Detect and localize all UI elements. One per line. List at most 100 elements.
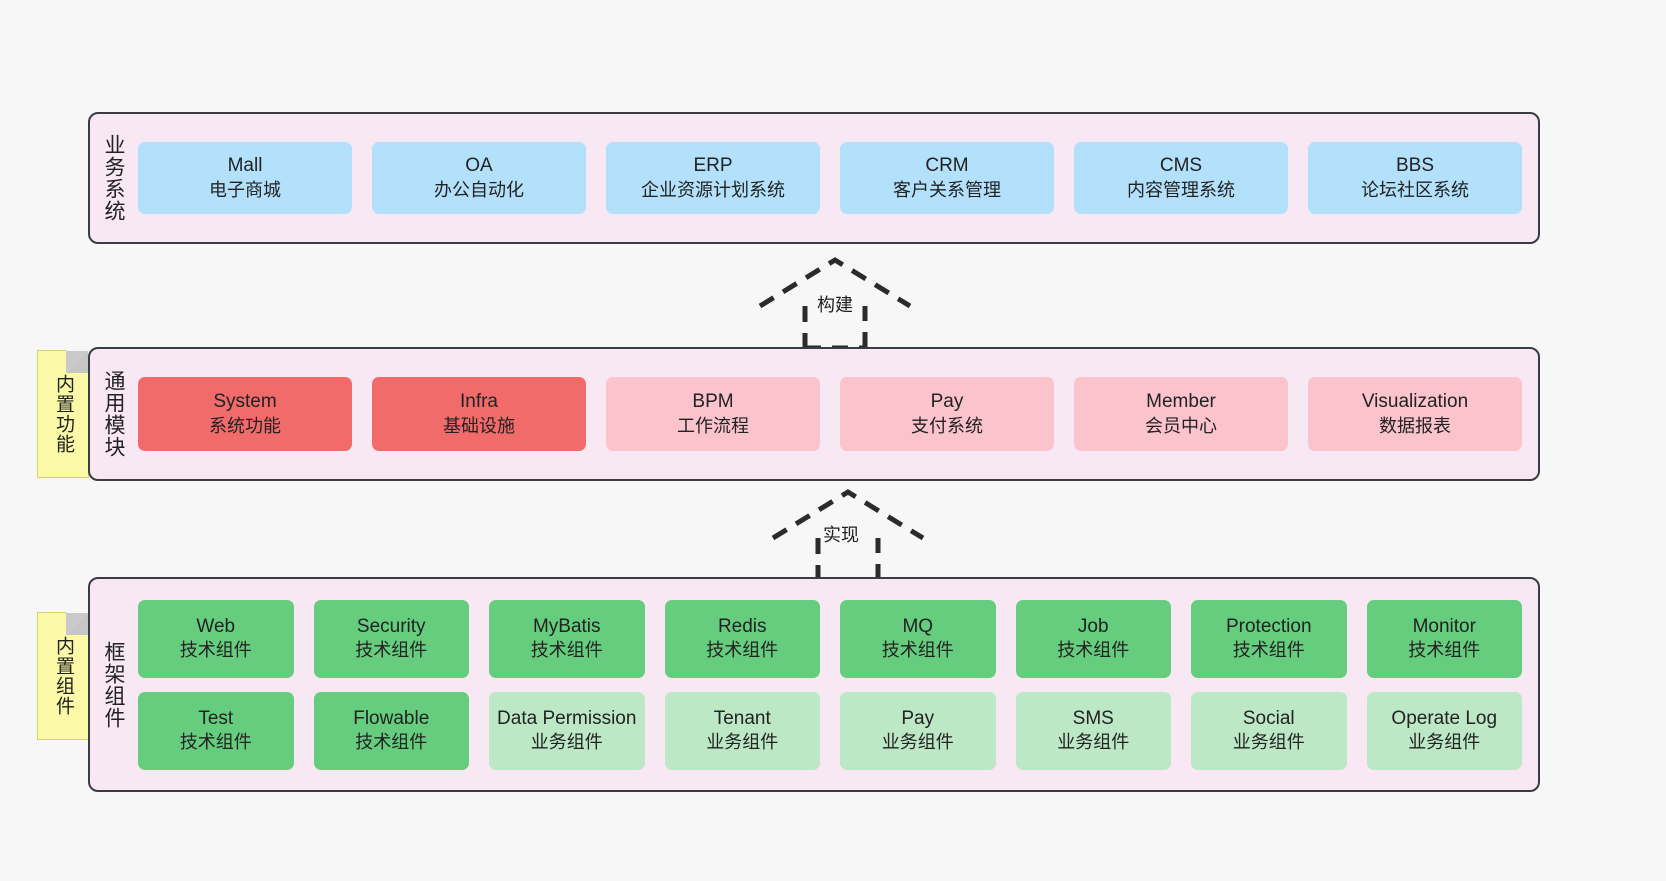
node-test[interactable]: Test 技术组件 <box>138 691 294 770</box>
node-bpm[interactable]: BPM 工作流程 <box>606 377 820 451</box>
node-subtitle: 技术组件 <box>1057 640 1130 661</box>
node-title: Test <box>198 707 234 729</box>
layer-title-common: 通用模块 <box>101 370 125 458</box>
node-social[interactable]: Social 业务组件 <box>1191 691 1347 770</box>
layer-row: Test 技术组件 Flowable 技术组件 Data Permission … <box>138 691 1522 770</box>
layer-framework-components: 框架组件 Web 技术组件 Security 技术组件 MyBatis 技术组件… <box>88 577 1540 792</box>
node-mq[interactable]: MQ 技术组件 <box>840 599 996 678</box>
node-subtitle: 业务组件 <box>706 732 779 753</box>
node-oa[interactable]: OA 办公自动化 <box>372 142 586 214</box>
connector-label-build: 构建 <box>817 295 853 315</box>
node-subtitle: 数据报表 <box>1379 415 1451 436</box>
node-mall[interactable]: Mall 电子商城 <box>138 142 352 214</box>
node-pay[interactable]: Pay 支付系统 <box>840 377 1054 451</box>
node-mybatis[interactable]: MyBatis 技术组件 <box>489 599 645 678</box>
node-subtitle: 办公自动化 <box>434 179 524 200</box>
node-subtitle: 技术组件 <box>881 640 954 661</box>
node-title: Security <box>356 615 426 637</box>
node-system[interactable]: System 系统功能 <box>138 377 352 451</box>
layer-title-framework: 框架组件 <box>101 640 125 729</box>
node-subtitle: 工作流程 <box>677 415 749 436</box>
node-title: Visualization <box>1361 391 1469 413</box>
node-subtitle: 企业资源计划系统 <box>641 179 785 200</box>
node-title: OA <box>465 155 493 177</box>
node-title: Infra <box>459 391 499 413</box>
node-job[interactable]: Job 技术组件 <box>1015 599 1171 678</box>
node-subtitle: 技术组件 <box>530 640 603 661</box>
node-tenant[interactable]: Tenant 业务组件 <box>664 691 820 770</box>
node-erp[interactable]: ERP 企业资源计划系统 <box>606 142 820 214</box>
node-title: Data Permission <box>497 707 637 729</box>
node-title: BBS <box>1395 155 1435 177</box>
node-title: Protection <box>1225 615 1312 637</box>
node-crm[interactable]: CRM 客户关系管理 <box>840 142 1054 214</box>
layer-row: Web 技术组件 Security 技术组件 MyBatis 技术组件 Redi… <box>138 599 1522 678</box>
note-label: 内置组件 <box>53 636 75 716</box>
layer-body-business: Mall 电子商城 OA 办公自动化 ERP 企业资源计划系统 CRM 客户关系… <box>136 114 1538 242</box>
node-subtitle: 业务组件 <box>1232 732 1305 753</box>
node-title: CRM <box>925 155 969 177</box>
node-pay-business[interactable]: Pay 业务组件 <box>840 691 996 770</box>
node-bbs[interactable]: BBS 论坛社区系统 <box>1308 142 1522 214</box>
node-title: BPM <box>692 391 734 413</box>
node-subtitle: 技术组件 <box>179 732 252 753</box>
node-member[interactable]: Member 会员中心 <box>1074 377 1288 451</box>
node-title: Web <box>196 615 236 637</box>
layer-business-systems: 业务系统 Mall 电子商城 OA 办公自动化 ERP 企业资源计划系统 CRM… <box>88 112 1540 244</box>
node-title: Redis <box>717 615 767 637</box>
layer-row: System 系统功能 Infra 基础设施 BPM 工作流程 Pay 支付系统… <box>138 377 1522 451</box>
node-subtitle: 论坛社区系统 <box>1361 179 1469 200</box>
layer-row: Mall 电子商城 OA 办公自动化 ERP 企业资源计划系统 CRM 客户关系… <box>138 142 1522 214</box>
node-title: SMS <box>1072 707 1114 729</box>
note-fold-corner-icon <box>66 351 88 373</box>
node-subtitle: 基础设施 <box>443 415 515 436</box>
node-subtitle: 技术组件 <box>355 640 428 661</box>
node-security[interactable]: Security 技术组件 <box>313 599 469 678</box>
note-label: 内置功能 <box>53 374 75 454</box>
note-builtin-functions: 内置功能 <box>37 350 89 478</box>
node-subtitle: 技术组件 <box>1408 640 1481 661</box>
layer-body-common: System 系统功能 Infra 基础设施 BPM 工作流程 Pay 支付系统… <box>136 349 1538 479</box>
note-builtin-components: 内置组件 <box>37 612 89 740</box>
node-subtitle: 技术组件 <box>1232 640 1305 661</box>
node-protection[interactable]: Protection 技术组件 <box>1191 599 1347 678</box>
node-infra[interactable]: Infra 基础设施 <box>372 377 586 451</box>
layer-body-framework: Web 技术组件 Security 技术组件 MyBatis 技术组件 Redi… <box>136 579 1538 790</box>
node-title: Flowable <box>353 707 430 729</box>
layer-common-modules: 通用模块 System 系统功能 Infra 基础设施 BPM 工作流程 Pay… <box>88 347 1540 481</box>
node-subtitle: 支付系统 <box>911 415 983 436</box>
node-subtitle: 业务组件 <box>881 732 954 753</box>
node-title: Social <box>1242 707 1295 729</box>
node-title: ERP <box>693 155 733 177</box>
node-monitor[interactable]: Monitor 技术组件 <box>1366 599 1522 678</box>
node-visualization[interactable]: Visualization 数据报表 <box>1308 377 1522 451</box>
node-title: System <box>213 391 277 413</box>
node-data-permission[interactable]: Data Permission 业务组件 <box>489 691 645 770</box>
node-operate-log[interactable]: Operate Log 业务组件 <box>1366 691 1522 770</box>
node-subtitle: 业务组件 <box>1057 732 1130 753</box>
node-title: Tenant <box>713 707 771 729</box>
node-title: MyBatis <box>532 615 601 637</box>
node-title: Job <box>1077 615 1109 637</box>
node-subtitle: 技术组件 <box>179 640 252 661</box>
node-title: Mall <box>227 155 263 177</box>
node-title: Operate Log <box>1391 707 1498 729</box>
node-subtitle: 会员中心 <box>1145 415 1217 436</box>
node-subtitle: 技术组件 <box>355 732 428 753</box>
node-title: Member <box>1146 391 1216 413</box>
node-title: MQ <box>902 615 934 637</box>
note-fold-corner-icon <box>66 613 88 635</box>
node-subtitle: 电子商城 <box>209 179 281 200</box>
node-title: Monitor <box>1412 615 1476 637</box>
node-title: Pay <box>901 707 935 729</box>
node-flowable[interactable]: Flowable 技术组件 <box>313 691 469 770</box>
node-cms[interactable]: CMS 内容管理系统 <box>1074 142 1288 214</box>
node-sms[interactable]: SMS 业务组件 <box>1015 691 1171 770</box>
node-subtitle: 业务组件 <box>1408 732 1481 753</box>
connector-label-realize: 实现 <box>823 525 859 545</box>
node-subtitle: 客户关系管理 <box>893 179 1001 200</box>
node-web[interactable]: Web 技术组件 <box>138 599 294 678</box>
node-title: CMS <box>1159 155 1203 177</box>
node-redis[interactable]: Redis 技术组件 <box>664 599 820 678</box>
